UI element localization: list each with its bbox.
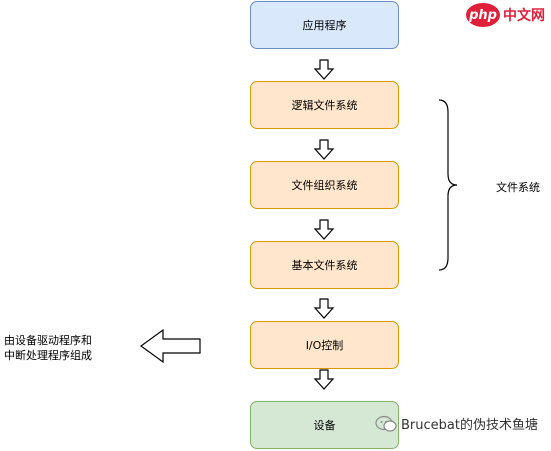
layer-file-organization-system: 文件组织系统 <box>250 161 399 209</box>
logo-text: 中文网 <box>503 8 545 24</box>
down-arrow-icon <box>313 298 335 319</box>
driver-note-line2: 中断处理程序组成 <box>4 349 92 362</box>
down-arrow-icon <box>313 59 335 80</box>
down-arrow-icon <box>313 219 335 240</box>
logo-badge: php <box>466 3 500 27</box>
layer-device: 设备 <box>250 401 399 449</box>
watermark: Brucebat的伪技术鱼塘 <box>375 414 538 433</box>
layer-application: 应用程序 <box>250 1 399 49</box>
layer-io-control: I/O控制 <box>250 321 399 369</box>
driver-note-line1: 由设备驱动程序和 <box>4 334 92 347</box>
left-arrow-icon <box>139 328 201 364</box>
watermark-text: Brucebat的伪技术鱼塘 <box>401 418 538 433</box>
down-arrow-icon <box>313 369 335 390</box>
file-system-brace <box>438 99 458 271</box>
php-cn-logo: php 中文网 <box>466 1 551 29</box>
layer-basic-file-system: 基本文件系统 <box>250 241 399 289</box>
layer-logical-file-system: 逻辑文件系统 <box>250 81 399 129</box>
wechat-icon <box>375 415 397 432</box>
down-arrow-icon <box>313 139 335 160</box>
file-system-label: 文件系统 <box>496 181 540 194</box>
driver-note: 由设备驱动程序和 中断处理程序组成 <box>4 333 134 363</box>
